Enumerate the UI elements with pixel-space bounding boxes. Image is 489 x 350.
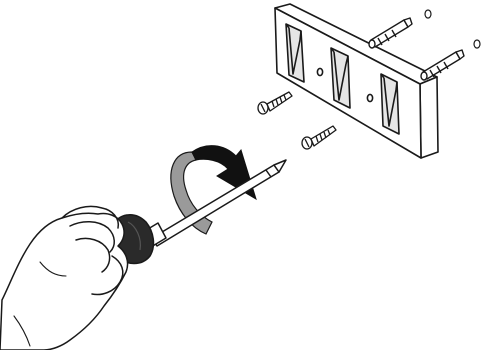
hand-palm: [0, 213, 128, 350]
holder-slot-2: [331, 48, 350, 108]
holder-end-face: [420, 77, 438, 158]
wall-hole-lower: [474, 40, 480, 48]
hand: [0, 206, 128, 350]
screw-lower: [302, 126, 336, 149]
holder-slot-3: [381, 74, 399, 134]
holder-mount-hole-left: [317, 68, 322, 75]
holder-slot-1: [286, 24, 304, 82]
wall-holder: [275, 4, 438, 158]
wall-anchor-upper: [369, 18, 412, 48]
screw-upper: [258, 92, 292, 114]
wall-anchor-lower: [421, 50, 464, 80]
screwdriver: [112, 160, 286, 264]
holder-mount-hole-right: [367, 94, 372, 101]
wall-hole-upper: [425, 10, 431, 18]
